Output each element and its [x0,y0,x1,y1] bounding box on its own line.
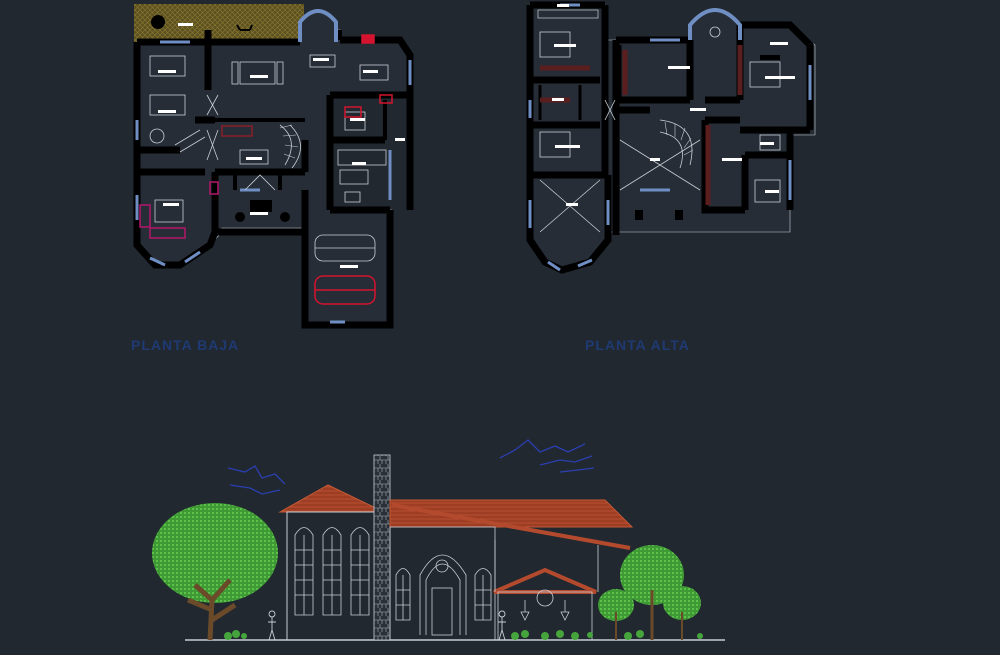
tall-arched-windows [294,527,370,616]
ground-floor-slab [136,29,411,326]
upper-bay-tower [688,8,742,40]
upper-floor-room-tags [552,4,795,206]
ground-floor-furniture [149,54,389,262]
ground-bay-tower [298,9,338,42]
large-tree-left [152,503,278,641]
upper-floor-dark-items [537,9,780,220]
upper-floor-plan [526,1,816,274]
upper-floor-walls [526,1,814,274]
left-gable-roof [278,484,385,513]
ground-floor-dark-furniture [151,15,290,222]
ground-floor-red-fixtures [139,34,393,305]
ground-floor-plan [133,4,414,329]
roof-slope-line [391,503,631,550]
facade-elevation [152,439,725,641]
central-arched-openings [395,554,492,636]
human-figures [268,610,506,641]
trees-right [598,545,701,640]
main-hip-roof [389,499,634,528]
upper-floor-closets [540,45,743,205]
stone-chimney [373,454,391,641]
ground-floor-title: PLANTA BAJA [131,337,240,353]
ground-shrubs [224,630,703,640]
upper-floor-title: PLANTA ALTA [585,337,690,353]
ground-floor-room-tags [158,23,405,268]
central-block-wall [389,526,496,641]
upper-floor-furniture [539,26,781,233]
birds-sketch [227,439,595,495]
ground-floor-windows [135,40,412,324]
porch-roof [493,567,597,594]
